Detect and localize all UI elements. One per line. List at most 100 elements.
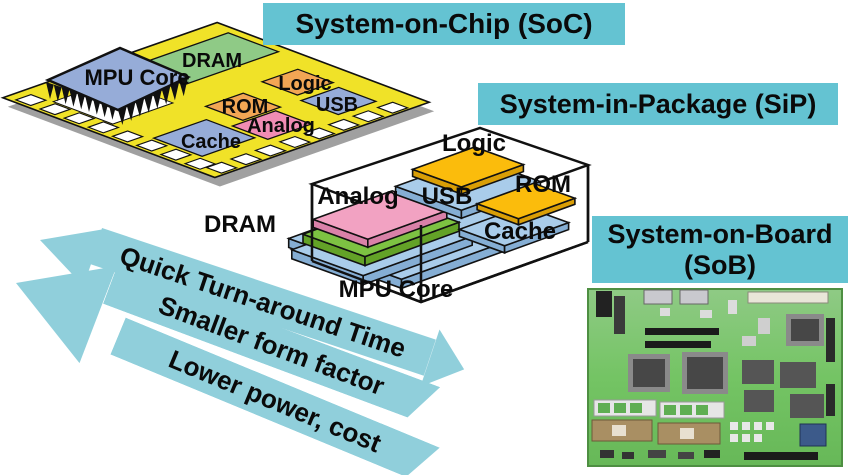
sip-label-dram: DRAM xyxy=(204,211,276,238)
sip-label-usb: USB xyxy=(422,183,473,210)
pcb-part xyxy=(758,318,770,334)
pcb-part xyxy=(660,308,670,316)
soc-rom-block xyxy=(203,92,283,122)
soc-mpu-chip xyxy=(44,46,192,125)
pcb-edge-connector xyxy=(826,384,835,416)
bond-pad xyxy=(278,135,312,149)
bond-pad xyxy=(375,101,410,114)
pcb-part xyxy=(728,300,737,314)
bond-pad xyxy=(351,110,385,123)
pcb-part xyxy=(678,452,694,459)
pcb-power-connector xyxy=(596,291,612,317)
pcb-edge-connector xyxy=(826,318,835,362)
banner-sob-line2: (SoB) xyxy=(684,249,756,280)
pcb-qfp-chips xyxy=(628,314,835,418)
pcb-chip xyxy=(780,362,816,388)
pcb-left-module xyxy=(614,296,625,334)
pcb-plcc-chip xyxy=(799,423,827,447)
mpu-pins-right xyxy=(118,77,188,125)
sob-board-photo xyxy=(587,288,843,467)
sip-rom-plate xyxy=(474,182,578,226)
pcb-socket-window xyxy=(630,403,642,413)
mpu-pins-left xyxy=(46,82,117,120)
soc-usb-block xyxy=(299,86,378,116)
bond-pad-row-right xyxy=(204,101,410,174)
soc-cache-block xyxy=(151,118,257,157)
pcb-slot xyxy=(645,328,719,335)
bond-pad xyxy=(110,130,145,143)
pcb-socket-window xyxy=(664,405,676,415)
bond-pad xyxy=(229,153,263,166)
pcb-simm-label xyxy=(680,428,694,439)
banner-system-on-board: System-on-Board (SoB) xyxy=(592,216,848,283)
pcb-cap xyxy=(754,434,762,442)
bond-pad xyxy=(302,127,336,140)
bond-pad xyxy=(62,112,96,125)
pcb-socket-window xyxy=(696,405,708,415)
pcb-chip-body xyxy=(633,359,665,387)
pcb-cap xyxy=(742,422,750,430)
soc-label-mpu-core: MPU Core xyxy=(84,65,189,90)
banner-system-on-chip: System-on-Chip (SoC) xyxy=(263,3,625,45)
pcb-cap xyxy=(742,434,750,442)
soc-chip-illustration: DRAM MPU Core Logic ROM USB Analog Cache xyxy=(0,21,435,187)
pcb-part xyxy=(700,310,712,318)
sip-label-cache: Cache xyxy=(484,218,556,245)
soc-label-analog: Analog xyxy=(247,115,315,137)
pcb-socket-window xyxy=(680,405,692,415)
sip-logic-plate xyxy=(410,146,526,196)
pcb-bottom-connector xyxy=(744,452,818,460)
bond-pad xyxy=(135,139,169,152)
bond-pad xyxy=(327,118,361,131)
pcb-part xyxy=(704,450,720,458)
soc-label-cache: Cache xyxy=(181,131,241,153)
bond-pad xyxy=(159,148,193,161)
bond-pad xyxy=(86,121,121,134)
bond-pad xyxy=(183,157,217,170)
bond-pad xyxy=(204,161,239,174)
pcb-simm-label xyxy=(612,425,626,436)
banner-sob-line1: System-on-Board xyxy=(607,219,833,250)
soc-label-rom: ROM xyxy=(222,96,269,118)
pcb-memory-sockets xyxy=(591,399,725,445)
bond-pad xyxy=(38,103,72,116)
pcb-socket-window xyxy=(598,403,610,413)
pcb-cap xyxy=(754,422,762,430)
pcb-chip-body xyxy=(791,319,819,341)
pcb-part xyxy=(742,336,756,346)
pcb-dsub-connector xyxy=(679,289,709,305)
soc-board-plane xyxy=(0,21,432,179)
bond-pad xyxy=(253,144,288,157)
pcb-part xyxy=(648,450,666,458)
sip-label-mpu-core: MPU Core xyxy=(339,276,454,303)
pcb-part xyxy=(622,452,634,459)
soc-logic-block xyxy=(260,68,336,96)
pcb-chip-body xyxy=(687,357,723,389)
pcb-chip xyxy=(744,390,774,412)
pcb-slot xyxy=(645,341,711,348)
pcb-cap xyxy=(766,422,774,430)
pcb-header-connector xyxy=(747,291,829,304)
pcb-cap xyxy=(730,422,738,430)
pcb-chip xyxy=(742,360,774,384)
pcb-chip xyxy=(790,394,824,418)
sip-box-front-edges xyxy=(310,165,590,304)
bond-pad xyxy=(14,94,48,107)
banner-soc-text: System-on-Chip (SoC) xyxy=(295,8,593,40)
sip-label-rom: ROM xyxy=(515,171,571,198)
sip-label-logic: Logic xyxy=(442,130,506,157)
sip-die-stack xyxy=(286,146,578,290)
soc-label-usb: USB xyxy=(316,94,358,116)
bond-pad-row-left xyxy=(14,94,217,170)
banner-sip-text: System-in-Package (SiP) xyxy=(499,88,817,119)
soc-label-logic: Logic xyxy=(278,73,331,95)
pcb-part xyxy=(600,450,614,458)
sip-package-illustration: Logic ROM Analog USB DRAM Cache MPU Core xyxy=(204,126,592,304)
pcb-small-parts xyxy=(600,300,827,460)
sip-label-analog: Analog xyxy=(317,183,398,210)
soc-label-dram: DRAM xyxy=(182,50,242,72)
pcb-dsub-connector xyxy=(643,289,673,305)
banner-system-in-package: System-in-Package (SiP) xyxy=(478,83,838,125)
